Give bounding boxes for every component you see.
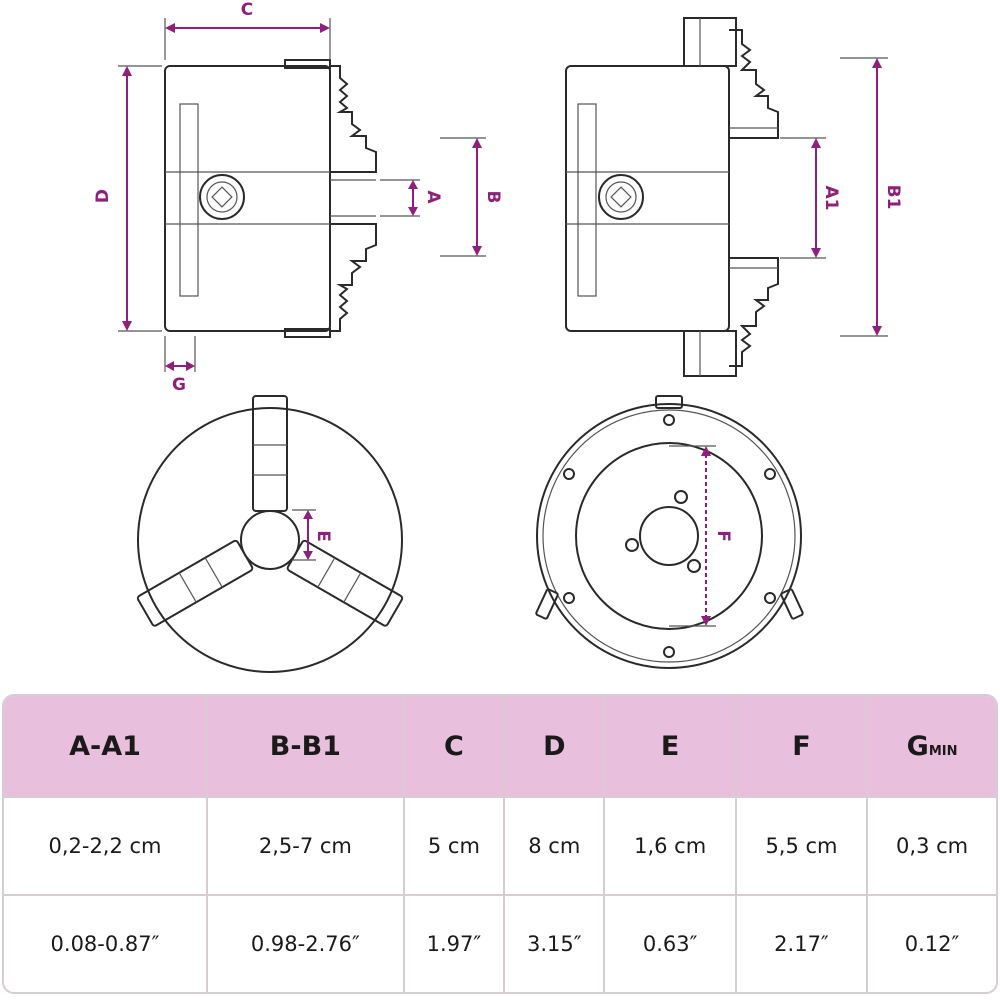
table-cell: 8 cm	[505, 798, 606, 896]
table-cell: 0,2-2,2 cm	[4, 798, 209, 896]
dim-label-g: G	[172, 375, 186, 395]
table-cell: 3.15″	[505, 896, 606, 992]
back-view	[535, 395, 804, 669]
col-header-c: C	[404, 696, 506, 798]
dim-label-b: B	[483, 191, 503, 204]
table-cell: 1,6 cm	[605, 798, 737, 896]
dim-label-f: F	[713, 530, 733, 542]
table-cell: 1.97″	[405, 896, 506, 992]
col-header-f: F	[736, 696, 869, 798]
dimensions-table: A-A1 B-B1 C D E F GMIN 0,2-2,2 cm 2,5-7 …	[2, 694, 998, 994]
dim-label-c: C	[241, 0, 253, 20]
col-header-g-min: GMIN	[868, 696, 996, 798]
table-cell: 5,5 cm	[736, 798, 869, 896]
dimension-lines	[118, 18, 888, 627]
front-view-jaws	[136, 395, 404, 673]
table-cell: 0.63″	[605, 896, 737, 992]
chuck-technical-drawing: C D A B G A1 B1 E F	[93, 0, 903, 673]
table-header-row: A-A1 B-B1 C D E F GMIN	[4, 696, 996, 798]
table-row: 0.08-0.87″ 0.98-2.76″ 1.97″ 3.15″ 0.63″ …	[4, 896, 996, 992]
table-cell: 0.98-2.76″	[208, 896, 405, 992]
table-cell: 0,3 cm	[868, 798, 996, 896]
dim-label-a: A	[423, 190, 443, 204]
table-cell: 0.12″	[904, 932, 960, 956]
dim-label-b1: B1	[883, 185, 903, 210]
col-header-b-b1: B-B1	[208, 696, 405, 798]
table-cell: 2.17″	[737, 896, 869, 992]
table-cell: 5 cm	[404, 798, 506, 896]
col-header-d: D	[505, 696, 606, 798]
col-header-a-a1: A-A1	[4, 696, 209, 798]
table-cell: 0.08-0.87″	[4, 896, 209, 992]
table-cell: 2,5-7 cm	[208, 798, 405, 896]
dim-label-a1: A1	[821, 186, 841, 211]
col-header-e: E	[605, 696, 737, 798]
table-row: 0,2-2,2 cm 2,5-7 cm 5 cm 8 cm 1,6 cm 5,5…	[4, 798, 996, 896]
dim-label-e: E	[313, 530, 333, 542]
side-view-inward-jaws	[164, 59, 377, 338]
dim-label-d: D	[93, 189, 113, 203]
side-view-outward-jaws	[565, 17, 779, 377]
